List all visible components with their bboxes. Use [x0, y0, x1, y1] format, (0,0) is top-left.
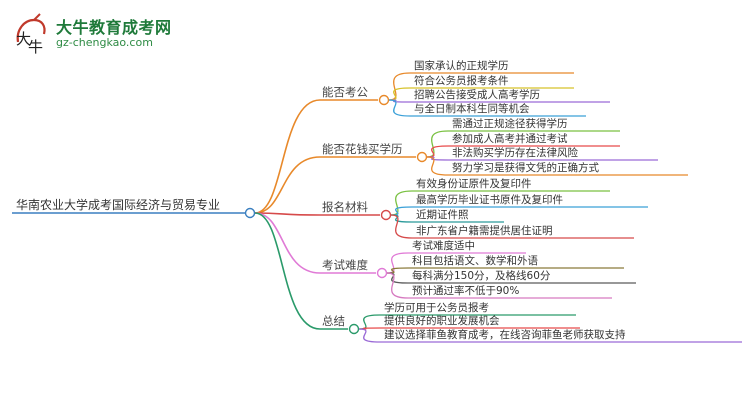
branch-connector	[254, 212, 321, 216]
branch-connector	[254, 156, 321, 214]
branch-label: 报名材料	[322, 200, 368, 214]
leaf-label: 非法购买学历存在法律风险	[452, 147, 578, 159]
svg-text:大: 大	[16, 30, 31, 48]
branch-connector	[254, 99, 321, 214]
leaf-connector	[388, 99, 411, 117]
branch-label: 总结	[322, 314, 345, 328]
leaf-label: 努力学习是获得文凭的正确方式	[452, 162, 599, 174]
leaf-label: 招聘公告接受成人高考学历	[414, 89, 540, 101]
leaf-label: 科目包括语文、数学和外语	[412, 255, 538, 267]
brand-url[interactable]: gz-chengkao.com	[56, 36, 153, 49]
leaf-connector	[426, 145, 449, 158]
leaf-label: 最高学历毕业证书原件及复印件	[416, 194, 563, 206]
leaf-connector	[386, 252, 409, 274]
leaf-label: 考试难度适中	[412, 240, 475, 252]
leaf-connector	[426, 130, 449, 158]
branch-connector	[254, 212, 321, 330]
leaf-connector	[390, 214, 413, 239]
branch-node-handle[interactable]	[416, 151, 428, 163]
leaf-connector	[390, 190, 413, 216]
leaf-label: 参加成人高考并通过考试	[452, 133, 568, 145]
brand-title: 大牛教育成考网	[56, 18, 172, 37]
leaf-connector	[358, 314, 381, 330]
leaf-label: 符合公务员报考条件	[414, 75, 509, 87]
leaf-label: 预计通过率不低于90%	[412, 285, 520, 297]
branch-connector	[254, 212, 321, 274]
branch-node-handle[interactable]	[348, 323, 360, 335]
leaf-label: 非广东省户籍需提供居住证明	[416, 225, 553, 237]
bull-logo-icon: 大 牛	[16, 13, 46, 56]
branch-label: 能否花钱买学历	[322, 142, 403, 156]
branch-node-handle[interactable]	[376, 267, 388, 279]
leaf-connector	[358, 328, 381, 343]
leaf-connector	[388, 72, 411, 101]
leaf-connector	[386, 272, 409, 299]
leaf-connector	[388, 87, 411, 101]
leaf-connector	[386, 272, 409, 284]
branch-node-handle[interactable]	[378, 94, 390, 106]
branch-label: 考试难度	[322, 258, 368, 272]
leaf-label: 提供良好的职业发展机会	[384, 315, 500, 327]
leaf-label: 每科满分150分，及格线60分	[412, 270, 551, 282]
leaf-label: 与全日制本科生同等机会	[414, 103, 530, 115]
leaf-label: 国家承认的正规学历	[414, 60, 509, 72]
leaf-label: 有效身份证原件及复印件	[416, 178, 532, 190]
leaf-connector	[390, 206, 413, 216]
branch-label: 能否考公	[322, 85, 368, 99]
root-node-handle[interactable]	[244, 207, 256, 219]
svg-text:牛: 牛	[28, 38, 43, 56]
leaf-connector	[426, 156, 449, 176]
brand-logo: 大 牛 大牛教育成考网 gz-chengkao.com	[10, 12, 190, 56]
leaf-label: 学历可用于公务员报考	[384, 302, 489, 314]
branch-node-handle[interactable]	[380, 209, 392, 221]
leaf-label: 近期证件照	[416, 209, 469, 221]
root-topic: 华南农业大学成考国际经济与贸易专业	[16, 198, 221, 212]
leaf-label: 建议选择菲鱼教育成考，在线咨询菲鱼老师获取支持	[384, 329, 626, 341]
leaf-connector	[390, 214, 413, 223]
leaf-label: 需通过正规途径获得学历	[452, 118, 568, 130]
